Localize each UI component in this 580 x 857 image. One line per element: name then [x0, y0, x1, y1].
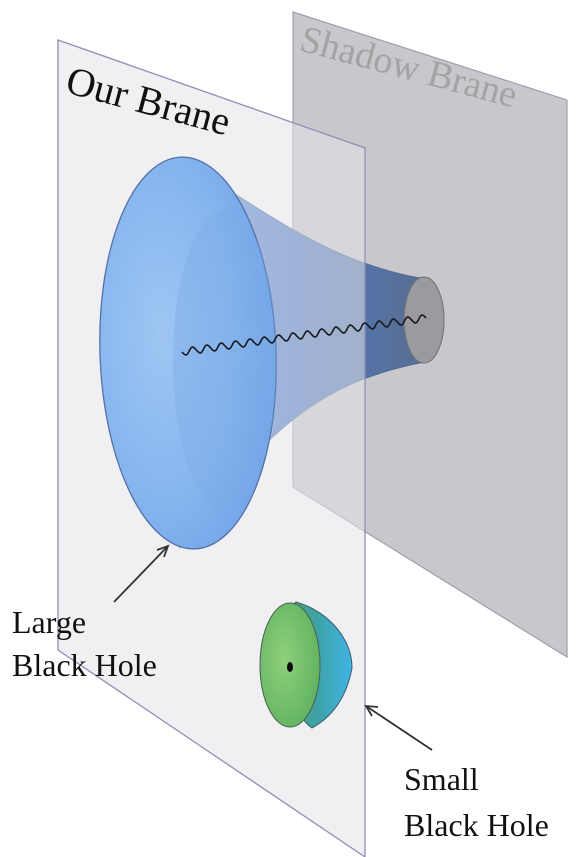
small-black-hole-arrow	[364, 704, 433, 751]
small-black-hole-label-line1: Small	[404, 761, 479, 797]
mouth-shading	[173, 210, 277, 510]
large-black-hole-label-line2: Black Hole	[12, 647, 157, 683]
small-black-hole-singularity	[287, 662, 293, 672]
small-black-hole-label-line2: Black Hole	[404, 807, 549, 843]
large-black-hole-arrow	[113, 544, 170, 603]
throat-end-cap	[403, 276, 445, 364]
graviton-wave-line	[181, 314, 427, 356]
large-black-hole-label-line1: Large	[12, 604, 86, 640]
